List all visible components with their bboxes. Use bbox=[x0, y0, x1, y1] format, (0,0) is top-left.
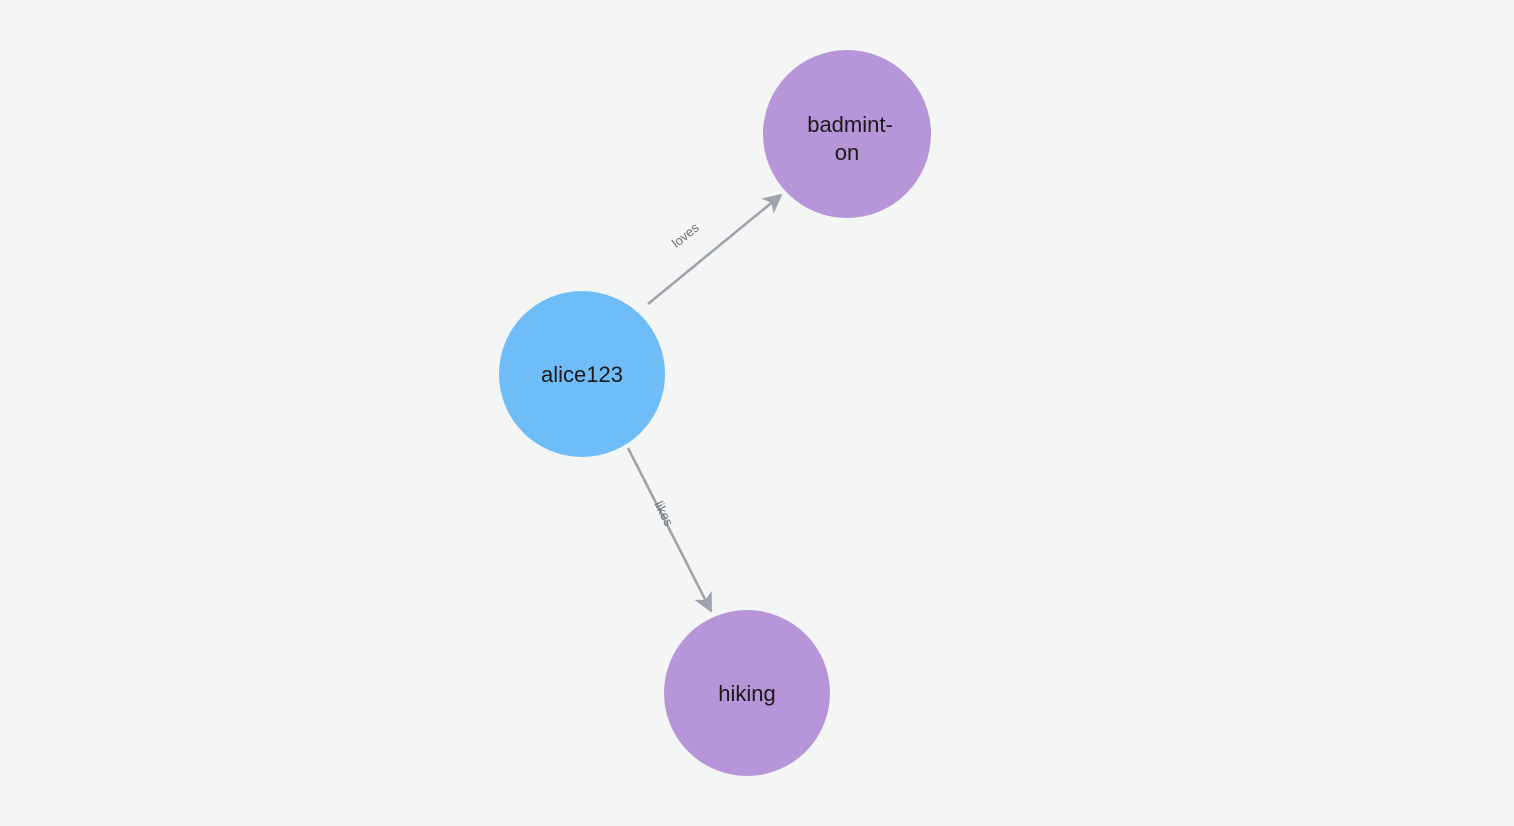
edge-line-likes[interactable] bbox=[626, 447, 713, 613]
node-hiking[interactable]: hiking bbox=[664, 610, 830, 776]
edge-alice123-likes-hiking[interactable]: likes bbox=[626, 447, 713, 613]
node-alice123[interactable]: alice123 bbox=[499, 291, 665, 457]
node-circle-alice123[interactable] bbox=[499, 291, 665, 457]
edge-alice123-loves-badminton[interactable]: loves bbox=[647, 193, 783, 306]
node-circle-badminton[interactable] bbox=[763, 50, 931, 218]
nodes-layer: alice123 badmint- on hiking bbox=[499, 50, 931, 776]
edge-label-likes: likes bbox=[651, 499, 676, 529]
edge-label-loves: loves bbox=[669, 219, 702, 250]
node-circle-hiking[interactable] bbox=[664, 610, 830, 776]
edge-line-loves[interactable] bbox=[647, 193, 783, 306]
node-badminton[interactable]: badmint- on bbox=[763, 50, 931, 218]
